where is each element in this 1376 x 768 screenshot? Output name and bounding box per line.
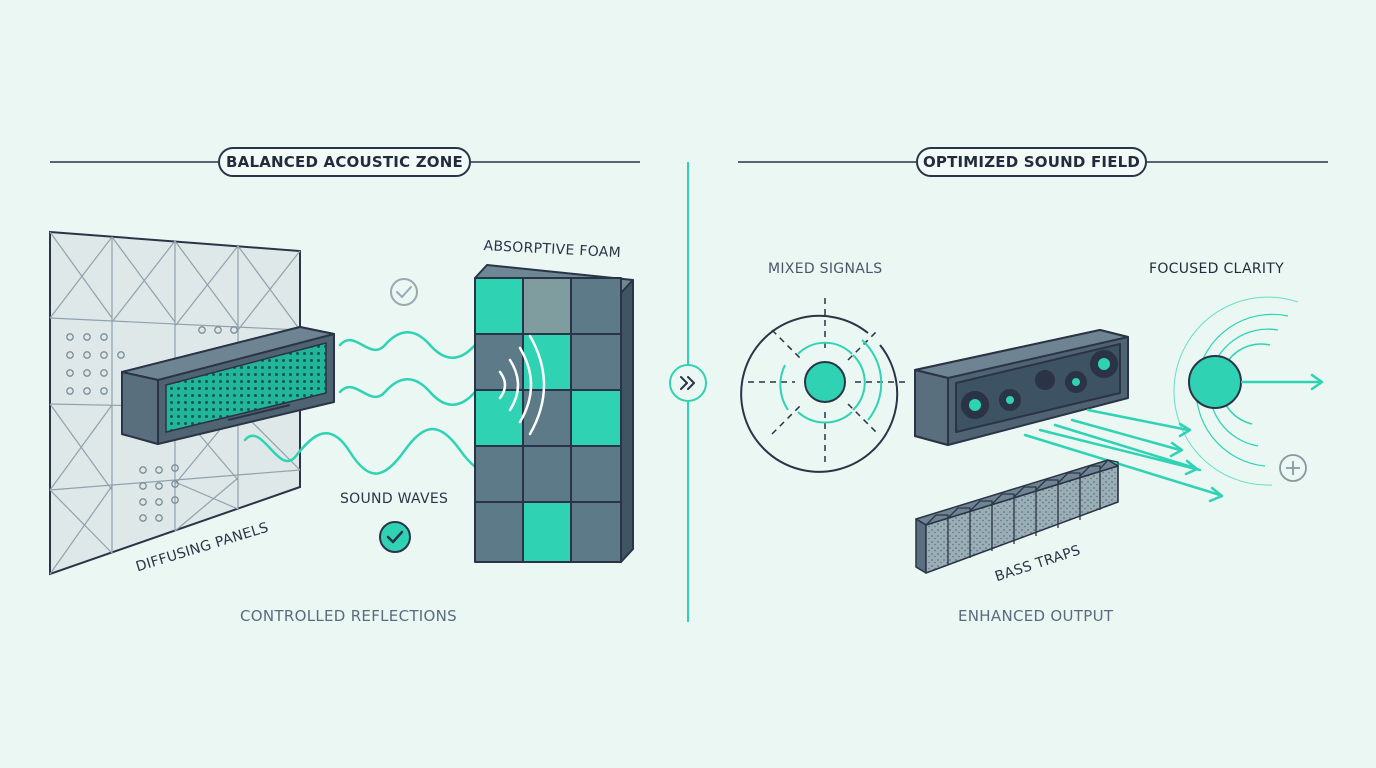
focused-clarity-label: FOCUSED CLARITY bbox=[1149, 261, 1284, 277]
absorbed-wave-arcs bbox=[498, 334, 546, 436]
right-panel-caption: ENHANCED OUTPUT bbox=[958, 607, 1114, 625]
soundbar-right bbox=[914, 329, 1129, 446]
absorptive-foam-block bbox=[474, 264, 634, 563]
right-panel-title: OPTIMIZED SOUND FIELD bbox=[916, 147, 1147, 177]
mixed-signals-label: MIXED SIGNALS bbox=[768, 261, 883, 277]
soundbar-left bbox=[121, 326, 335, 445]
left-panel-caption: CONTROLLED REFLECTIONS bbox=[240, 607, 457, 625]
left-panel-title: BALANCED ACOUSTIC ZONE bbox=[218, 147, 471, 177]
sound-waves-label: SOUND WAVES bbox=[340, 491, 449, 507]
focused-clarity-target bbox=[1173, 296, 1324, 486]
mixed-signals-diagram bbox=[740, 298, 905, 473]
plus-circle-icon bbox=[1279, 454, 1307, 482]
directed-sound-beams bbox=[1023, 408, 1224, 503]
check-circle-filled-icon bbox=[379, 521, 411, 553]
check-circle-outline-icon bbox=[390, 278, 418, 306]
double-chevron-right-icon bbox=[669, 364, 707, 402]
bass-traps bbox=[915, 459, 1119, 574]
